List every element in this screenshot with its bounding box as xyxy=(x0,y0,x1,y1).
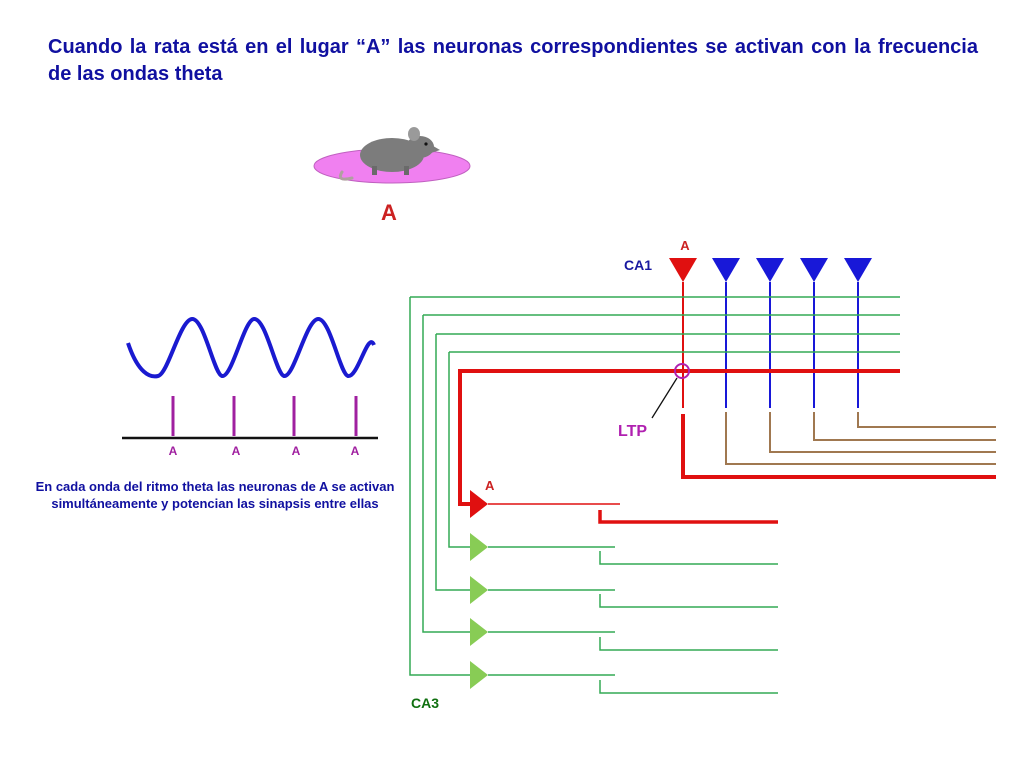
ca1-outputs xyxy=(681,412,996,479)
rat-icon xyxy=(338,127,440,181)
place-label: A xyxy=(381,200,397,225)
ca1-neuron xyxy=(844,258,872,282)
ca1-neuron xyxy=(712,258,740,282)
ca3-active-neuron-label: A xyxy=(485,478,495,493)
ca1-neuron-active xyxy=(669,258,697,282)
ca1-region-label: CA1 xyxy=(624,257,652,273)
ca3-neuron xyxy=(470,618,488,646)
theta-wave xyxy=(126,317,376,379)
spike-train: A A A A xyxy=(122,396,378,458)
ca3-neuron xyxy=(470,661,488,689)
ltp-label: LTP xyxy=(618,423,647,440)
ca1-neuron xyxy=(756,258,784,282)
ca3-neuron xyxy=(470,576,488,604)
active-collateral xyxy=(458,369,900,506)
ca1-active-neuron-label: A xyxy=(680,238,690,253)
spike-label: A xyxy=(232,444,241,458)
ca3-region-label: CA3 xyxy=(411,695,439,711)
ca3-neurons xyxy=(470,490,620,689)
ltp-synapse xyxy=(674,363,690,379)
ca3-outputs xyxy=(598,510,778,694)
ca3-neuron xyxy=(470,533,488,561)
ca1-neurons xyxy=(669,258,872,408)
ltp-pointer xyxy=(651,377,678,419)
ca1-neuron xyxy=(800,258,828,282)
spike-label: A xyxy=(292,444,301,458)
rat-on-platform xyxy=(313,127,471,184)
explanation-caption: En cada onda del ritmo theta las neurona… xyxy=(35,479,395,511)
ca3-neuron-active xyxy=(470,490,488,518)
slide-title: Cuando la rata está en el lugar “A” las … xyxy=(48,36,978,85)
spike-label: A xyxy=(351,444,360,458)
spike-label: A xyxy=(169,444,178,458)
schaffer-collaterals xyxy=(409,296,900,676)
